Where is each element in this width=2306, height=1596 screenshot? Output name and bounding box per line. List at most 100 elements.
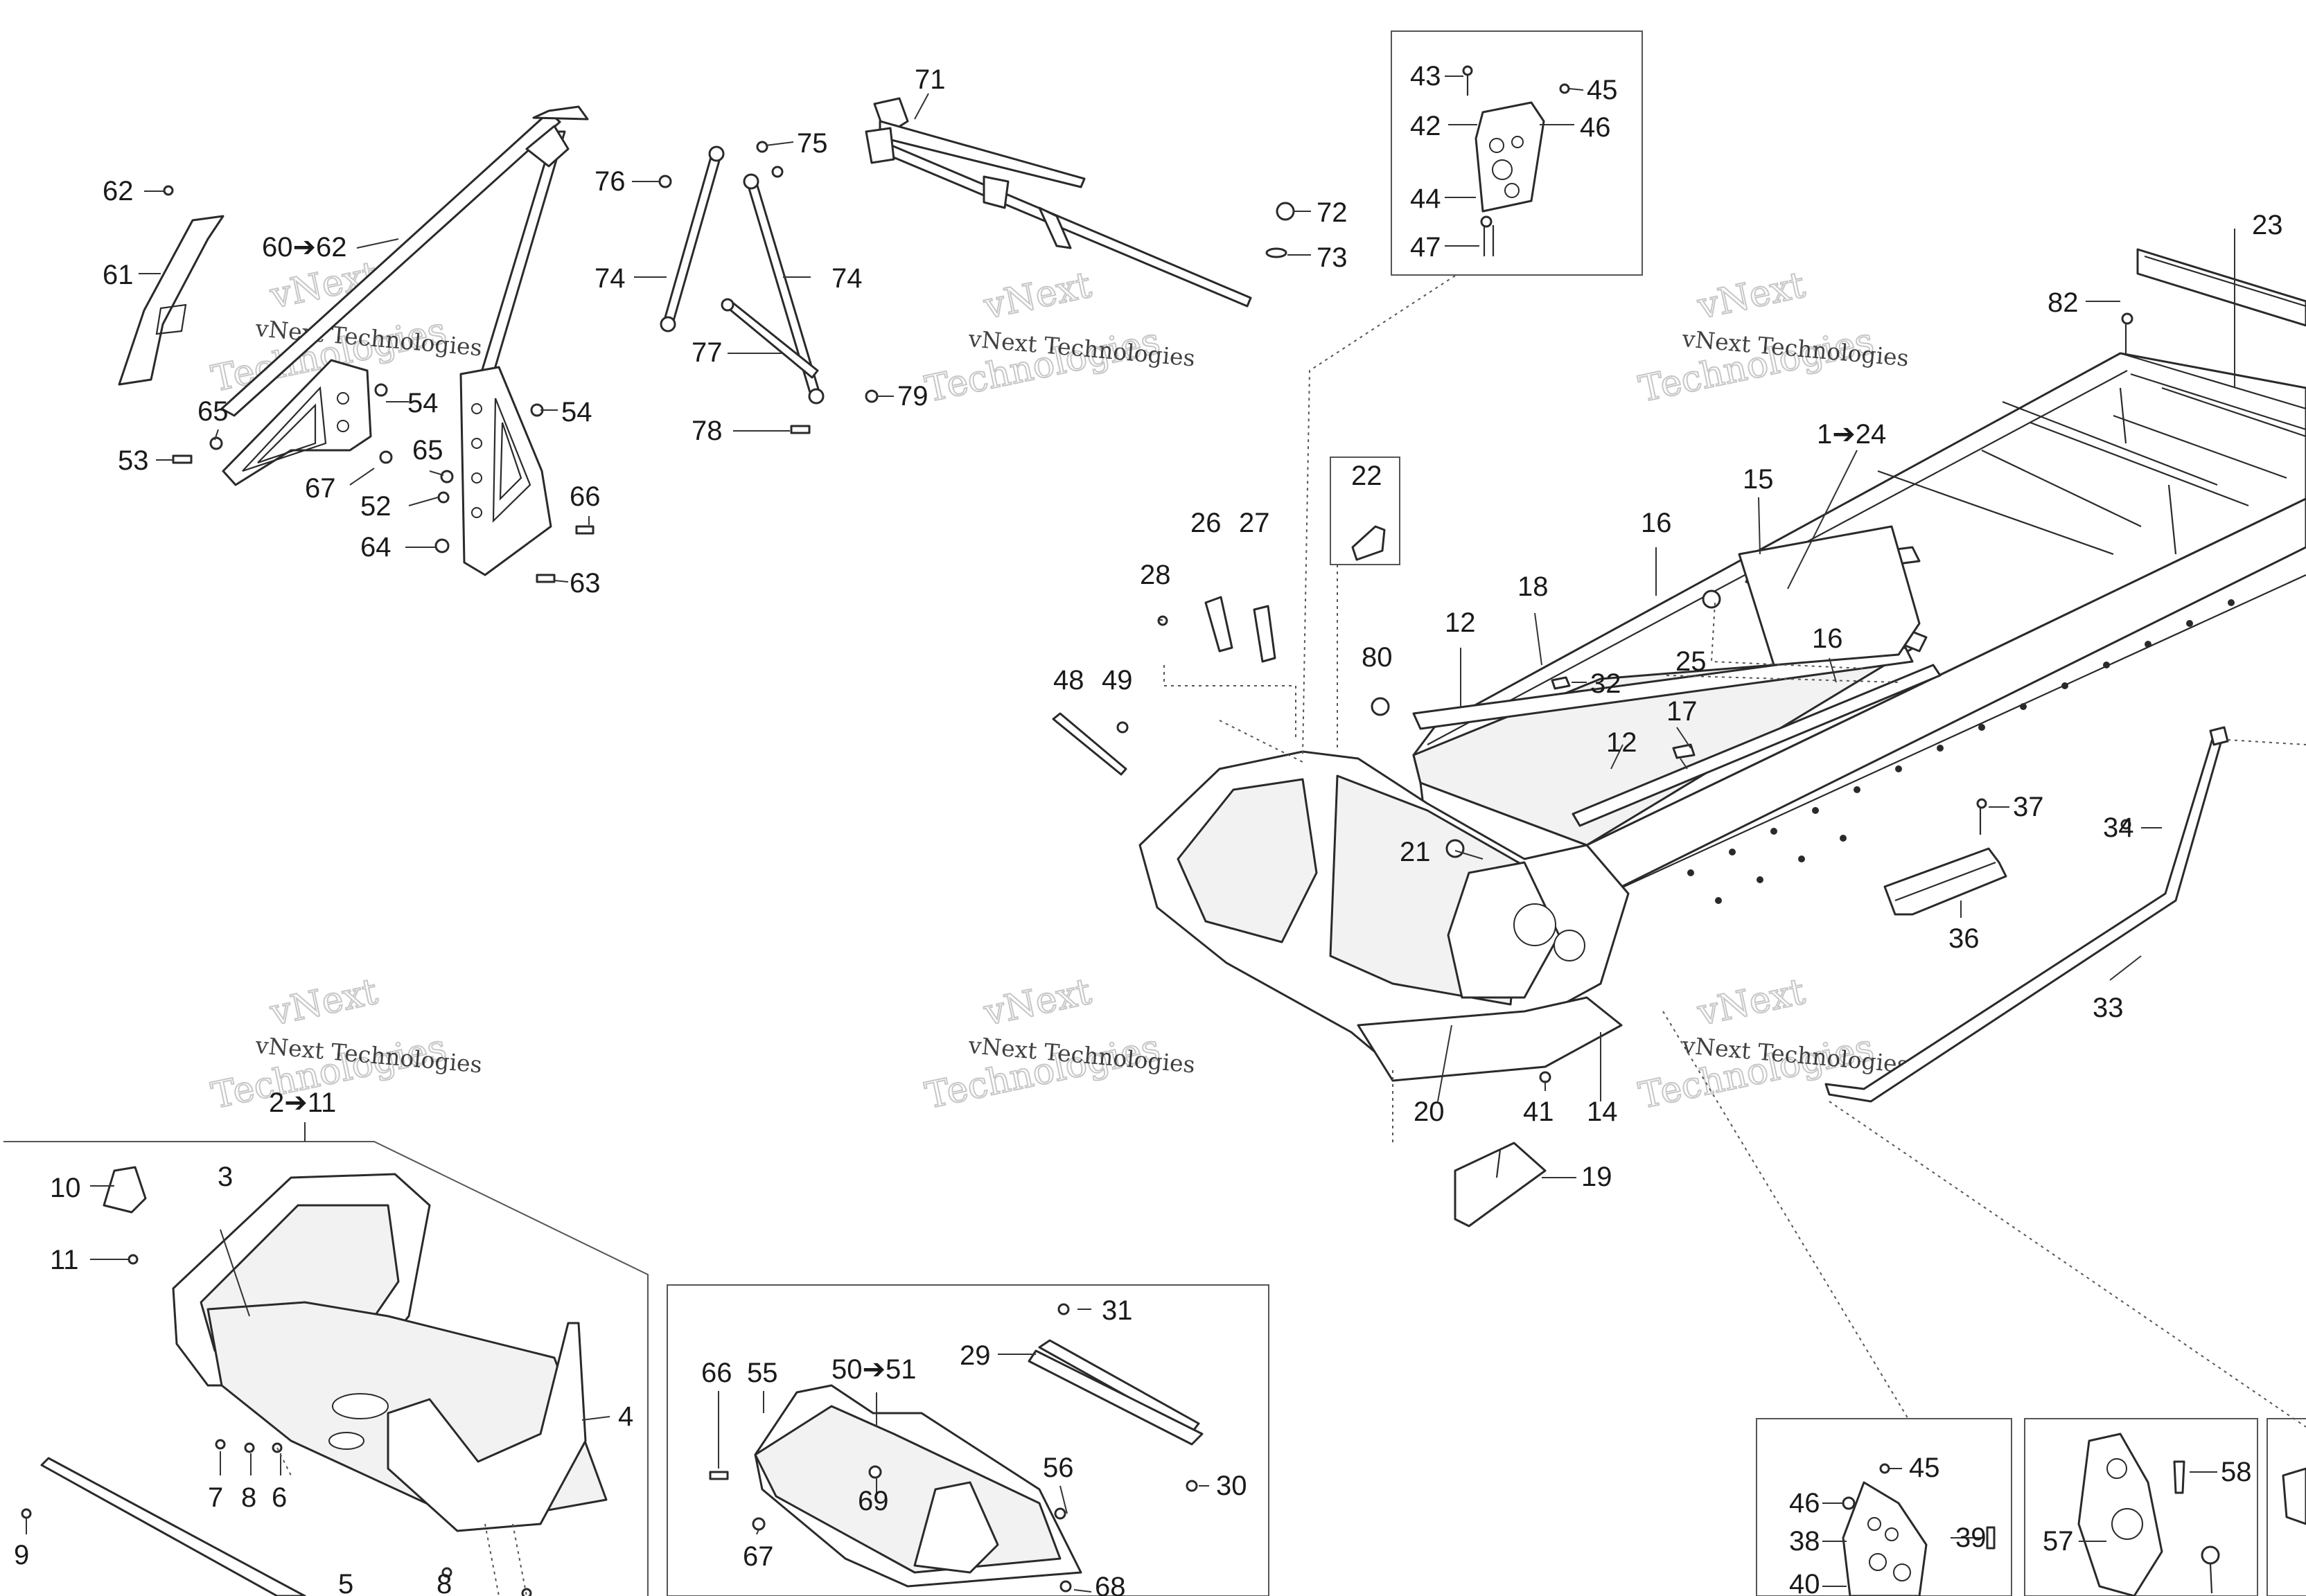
callout-18: 18 bbox=[1517, 571, 1549, 602]
callout-50-51: 50➔51 bbox=[831, 1354, 917, 1385]
rail-23 bbox=[2136, 248, 2306, 327]
leaders-column bbox=[914, 93, 1311, 256]
callout-67: 67 bbox=[305, 473, 336, 504]
callout-75: 75 bbox=[797, 128, 828, 159]
callout-9: 9 bbox=[14, 1540, 29, 1570]
callout-21: 21 bbox=[1400, 837, 1431, 867]
callout-19: 19 bbox=[1581, 1162, 1612, 1192]
callout-26: 26 bbox=[1190, 508, 1222, 538]
bracket-42 bbox=[1462, 65, 1570, 256]
callout-71: 71 bbox=[915, 64, 946, 95]
leaders-inset-bracket bbox=[1445, 76, 1584, 247]
callout-53: 53 bbox=[118, 445, 149, 476]
callout-74: 74 bbox=[831, 263, 863, 294]
callout-20: 20 bbox=[1414, 1097, 1445, 1127]
callout-57: 57 bbox=[2043, 1526, 2074, 1557]
callout-63: 63 bbox=[570, 568, 601, 598]
callout-10: 10 bbox=[50, 1173, 81, 1203]
callout-49: 49 bbox=[1102, 665, 1133, 695]
belly-pan-assembly bbox=[709, 1303, 1204, 1593]
callout-66: 66 bbox=[701, 1358, 732, 1388]
callout-38: 38 bbox=[1789, 1526, 1820, 1557]
callout-69: 69 bbox=[858, 1486, 889, 1516]
callout-6: 6 bbox=[272, 1482, 287, 1513]
svg-text:vNext: vNext bbox=[266, 971, 381, 1034]
callout-28: 28 bbox=[1140, 560, 1171, 590]
callout-76: 76 bbox=[595, 166, 626, 197]
callout-47: 47 bbox=[1410, 232, 1441, 263]
callout-16: 16 bbox=[1812, 623, 1843, 654]
callout-17: 17 bbox=[1666, 696, 1698, 727]
callout-66: 66 bbox=[570, 481, 601, 512]
callout-44: 44 bbox=[1410, 184, 1441, 214]
callout-22: 22 bbox=[1351, 461, 1382, 491]
leaders-belly-pan bbox=[718, 1309, 1209, 1593]
steering-column bbox=[865, 97, 1295, 308]
leaders-front-frame bbox=[26, 1185, 610, 1596]
callout-79: 79 bbox=[897, 381, 928, 411]
watermark-top-right: vNext Technologies vNext Technologies bbox=[1635, 264, 1910, 411]
callout-30: 30 bbox=[1216, 1471, 1247, 1501]
callout-5: 5 bbox=[338, 1569, 353, 1596]
callout-36: 36 bbox=[1948, 923, 1980, 954]
callout-16: 16 bbox=[1641, 508, 1672, 538]
svg-text:vNext: vNext bbox=[980, 971, 1095, 1034]
callout-78: 78 bbox=[692, 416, 723, 446]
watermark-bottom-left: vNext Technologies vNext Technologies bbox=[207, 970, 483, 1118]
callout-8: 8 bbox=[437, 1569, 452, 1596]
callout-45: 45 bbox=[1909, 1453, 1940, 1483]
callout-77: 77 bbox=[692, 337, 723, 368]
callout-12: 12 bbox=[1445, 608, 1476, 638]
callout-61: 61 bbox=[103, 260, 134, 290]
steering-support-assembly bbox=[118, 105, 595, 583]
front-opening-left bbox=[1177, 778, 1318, 943]
callout-42: 42 bbox=[1410, 111, 1441, 141]
inset-box-57 bbox=[2024, 1418, 2258, 1596]
callout-3: 3 bbox=[218, 1162, 233, 1192]
callout-72: 72 bbox=[1317, 197, 1348, 228]
callout-52: 52 bbox=[360, 491, 391, 522]
watermark-top-center: vNext Technologies vNext Technologies bbox=[921, 264, 1196, 411]
svg-text:vNext: vNext bbox=[1693, 971, 1808, 1034]
callout-74: 74 bbox=[595, 263, 626, 294]
callout-65: 65 bbox=[197, 396, 229, 427]
callout-80: 80 bbox=[1362, 642, 1393, 673]
leaders-links bbox=[632, 141, 894, 432]
callout-14: 14 bbox=[1587, 1097, 1618, 1127]
callout-46: 46 bbox=[1580, 112, 1611, 143]
callout-65: 65 bbox=[412, 435, 443, 466]
callout-64: 64 bbox=[360, 532, 391, 562]
callout-37: 37 bbox=[2013, 792, 2044, 822]
inset-box-39 bbox=[1756, 1418, 2012, 1596]
watermark-bottom-center: vNext Technologies vNext Technologies bbox=[921, 970, 1196, 1118]
svg-text:vNext: vNext bbox=[980, 265, 1095, 328]
callout-45: 45 bbox=[1587, 75, 1618, 105]
callout-labels: 62 61 60➔62 65 54 54 53 67 65 52 66 64 6… bbox=[14, 61, 2283, 1596]
callout-12: 12 bbox=[1606, 727, 1637, 758]
callout-68: 68 bbox=[1095, 1572, 1126, 1596]
callout-43: 43 bbox=[1410, 61, 1441, 91]
callout-8: 8 bbox=[241, 1482, 256, 1513]
callout-82: 82 bbox=[2048, 287, 2079, 318]
callout-27: 27 bbox=[1239, 508, 1270, 538]
callout-40: 40 bbox=[1789, 1569, 1820, 1596]
callout-34: 34 bbox=[2103, 813, 2134, 843]
running-board-rail bbox=[1412, 646, 1914, 730]
callout-33: 33 bbox=[2093, 993, 2124, 1023]
tunnel-chassis bbox=[1052, 248, 2306, 1227]
callout-39: 39 bbox=[1955, 1523, 1987, 1553]
rod-74-left bbox=[662, 151, 722, 327]
link-rods bbox=[658, 141, 879, 434]
inset-box-22 bbox=[1330, 456, 1400, 565]
callout-29: 29 bbox=[960, 1340, 991, 1371]
bracket-57 bbox=[2077, 1433, 2220, 1596]
reference-lines-main bbox=[1163, 275, 2306, 1428]
callout-73: 73 bbox=[1317, 242, 1348, 273]
callout-60-62: 60➔62 bbox=[262, 232, 347, 263]
running-board-rail-2 bbox=[1572, 664, 1942, 827]
callout-62: 62 bbox=[103, 176, 134, 206]
callout-67: 67 bbox=[743, 1541, 774, 1572]
bracket-19 bbox=[1454, 1142, 1547, 1227]
skid-plate bbox=[1357, 996, 1623, 1082]
cross-tube-33 bbox=[1824, 729, 2226, 1103]
